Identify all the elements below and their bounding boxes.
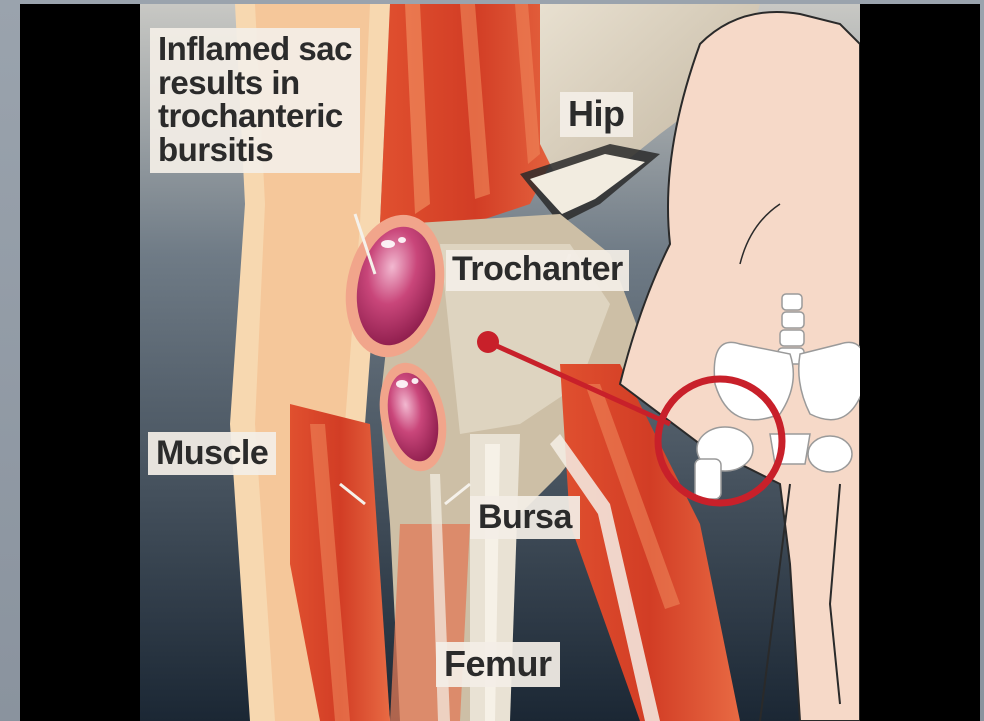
label-trochanter: Trochanter: [446, 250, 629, 291]
label-hip: Hip: [560, 92, 633, 137]
label-muscle: Muscle: [148, 432, 276, 475]
pointer-dot: [477, 331, 499, 353]
label-inflamed-sac: Inflamed sac results in trochanteric bur…: [150, 28, 360, 173]
label-femur: Femur: [436, 642, 560, 687]
label-bursa: Bursa: [470, 496, 580, 539]
